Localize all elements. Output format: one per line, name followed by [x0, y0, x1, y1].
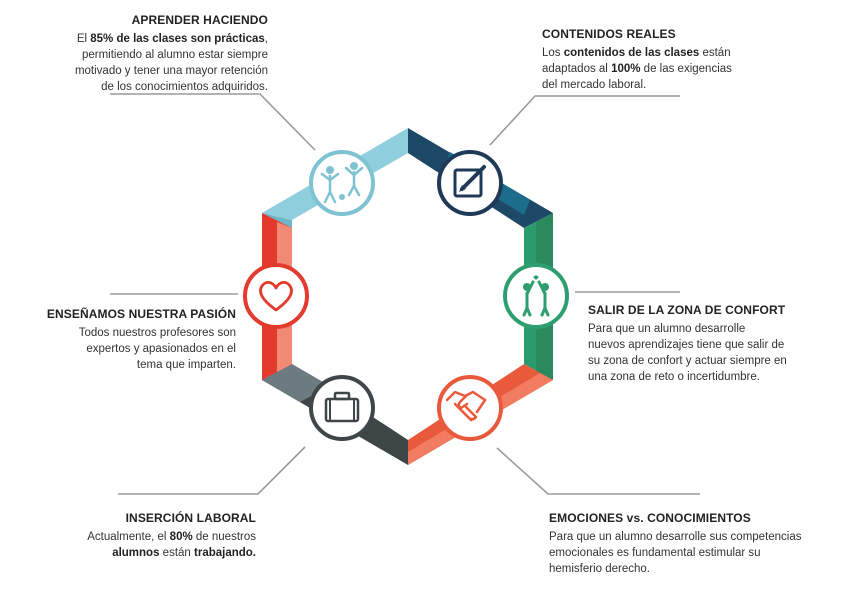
text-confort-line1: Para que un alumno desarrolle — [588, 323, 746, 335]
text-insercion-line1: Actualmente, el 80% de nuestros — [87, 531, 256, 543]
text-confort-line4: una zona de reto o incertidumbre. — [588, 371, 760, 383]
block-zona-confort: SALIR DE LA ZONA DE CONFORT Para que un … — [588, 302, 838, 385]
kids-jumping-icon — [309, 150, 375, 216]
text-emociones-line3: hemisferio derecho. — [549, 563, 650, 575]
text-contenidos-line3: del mercado laboral. — [542, 79, 647, 91]
text-contenidos-line2: adaptados al 100% de las exigencias — [542, 63, 732, 75]
text-pasion-line2: expertos y apasionados en el — [86, 343, 236, 355]
text-contenidos-line1: Los contenidos de las clases están — [542, 47, 731, 59]
edit-document-icon — [437, 150, 503, 216]
text-insercion-line2: alumnos están trabajando. — [112, 547, 256, 559]
connector-lines — [110, 93, 700, 495]
block-ensenamos-pasion: ENSEÑAMOS NUESTRA PASIÓN Todos nuestros … — [0, 306, 236, 373]
text-aprender-line3: motivado y tener una mayor retención — [74, 65, 268, 77]
celebrating-people-icon — [503, 263, 569, 329]
text-emociones-line2: emocionales es fundamental estimular su — [549, 547, 761, 559]
text-confort-line3: su zona de confort y actuar siempre en — [588, 355, 787, 367]
title-zona-confort: SALIR DE LA ZONA DE CONFORT — [588, 303, 786, 317]
text-emociones-line1: Para que un alumno desarrolle sus compet… — [549, 531, 802, 543]
block-emociones-conocimientos: EMOCIONES vs. CONOCIMIENTOS Para que un … — [549, 510, 834, 577]
text-pasion-line3: tema que imparten. — [136, 359, 236, 371]
heart-icon — [243, 263, 309, 329]
text-aprender-line4: de los conocimientos adquiridos. — [101, 81, 268, 93]
text-aprender-line1: El 85% de las clases son prácticas, — [76, 33, 268, 45]
block-aprender-haciendo: APRENDER HACIENDO El 85% de las clases s… — [0, 12, 268, 95]
block-contenidos-reales: CONTENIDOS REALES Los contenidos de las … — [542, 26, 802, 93]
title-insercion-laboral: INSERCIÓN LABORAL — [125, 511, 256, 525]
title-emociones-conocimientos: EMOCIONES vs. CONOCIMIENTOS — [549, 511, 751, 525]
title-aprender-haciendo: APRENDER HACIENDO — [131, 13, 268, 27]
title-contenidos-reales: CONTENIDOS REALES — [542, 27, 676, 41]
text-aprender-line2: permitiendo al alumno estar siempre — [81, 49, 268, 61]
title-ensenamos-pasion: ENSEÑAMOS NUESTRA PASIÓN — [46, 307, 236, 321]
text-pasion-line1: Todos nuestros profesores son — [78, 327, 236, 339]
text-confort-line2: nuevos aprendizajes tiene que salir de — [588, 339, 785, 351]
block-insercion-laboral: INSERCIÓN LABORAL Actualmente, el 80% de… — [16, 510, 256, 561]
briefcase-icon — [309, 375, 375, 441]
handshake-icon — [437, 375, 503, 441]
